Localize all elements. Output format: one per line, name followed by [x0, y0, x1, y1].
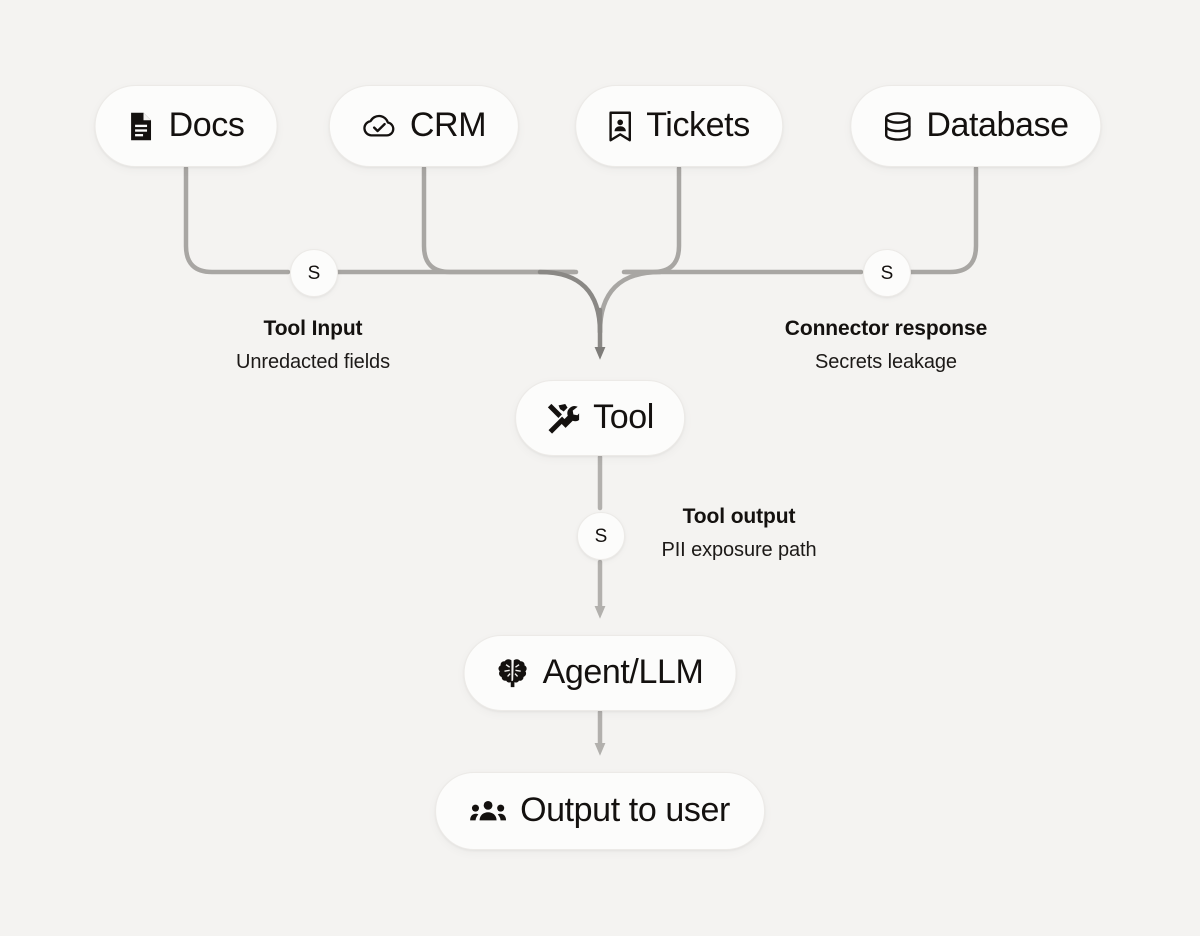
- source-node-label: Tickets: [646, 105, 750, 144]
- wire-merge-left: [537, 269, 603, 335]
- wire-crm: [421, 165, 577, 275]
- edge-caption-tool-output: Tool output PII exposure path: [661, 506, 816, 560]
- edge-caption-subtitle: Secrets leakage: [815, 351, 957, 373]
- database-cylinder-icon: [883, 111, 912, 141]
- hammer-wrench-icon: [546, 403, 580, 434]
- edge-badge-tool-input[interactable]: S: [290, 249, 338, 297]
- source-node-crm[interactable]: CRM: [328, 85, 520, 167]
- brain-icon: [497, 658, 529, 688]
- wire-docs: [183, 165, 291, 275]
- edge-badge-tool-output[interactable]: S: [577, 512, 625, 560]
- cloud-check-icon: [362, 113, 396, 139]
- source-node-label: Database: [926, 105, 1069, 144]
- pipeline-node-tool[interactable]: Tool: [515, 380, 685, 456]
- wire-tickets: [623, 165, 682, 275]
- source-node-label: CRM: [409, 105, 487, 144]
- wire-database: [908, 165, 979, 275]
- edge-caption-subtitle: Unredacted fields: [236, 351, 390, 373]
- edge-badge-connector-response[interactable]: S: [863, 249, 911, 297]
- edge-caption-tool-input: Tool Input Unredacted fields: [236, 318, 390, 372]
- pipeline-node-label: Agent/LLM: [542, 652, 704, 691]
- edge-caption-title: Tool Input: [263, 317, 363, 340]
- pipeline-node-output[interactable]: Output to user: [435, 772, 765, 850]
- people-group-icon: [470, 799, 507, 823]
- source-node-label: Docs: [168, 105, 245, 144]
- source-node-docs[interactable]: Docs: [94, 85, 278, 167]
- document-icon: [128, 111, 155, 142]
- pipeline-node-label: Tool: [593, 397, 654, 436]
- edge-caption-subtitle: PII exposure path: [661, 539, 817, 561]
- edge-caption-title: Connector response: [784, 317, 988, 340]
- pipeline-node-label: Output to user: [520, 790, 730, 829]
- ticket-person-icon: [608, 111, 632, 142]
- edge-caption-connector-response: Connector response Secrets leakage: [784, 317, 988, 373]
- source-node-database[interactable]: Database: [850, 85, 1102, 167]
- wire-merge-right: [597, 269, 663, 335]
- source-node-tickets[interactable]: Tickets: [575, 85, 783, 167]
- edge-caption-title: Tool output: [682, 505, 796, 528]
- pipeline-node-agent[interactable]: Agent/LLM: [463, 635, 737, 711]
